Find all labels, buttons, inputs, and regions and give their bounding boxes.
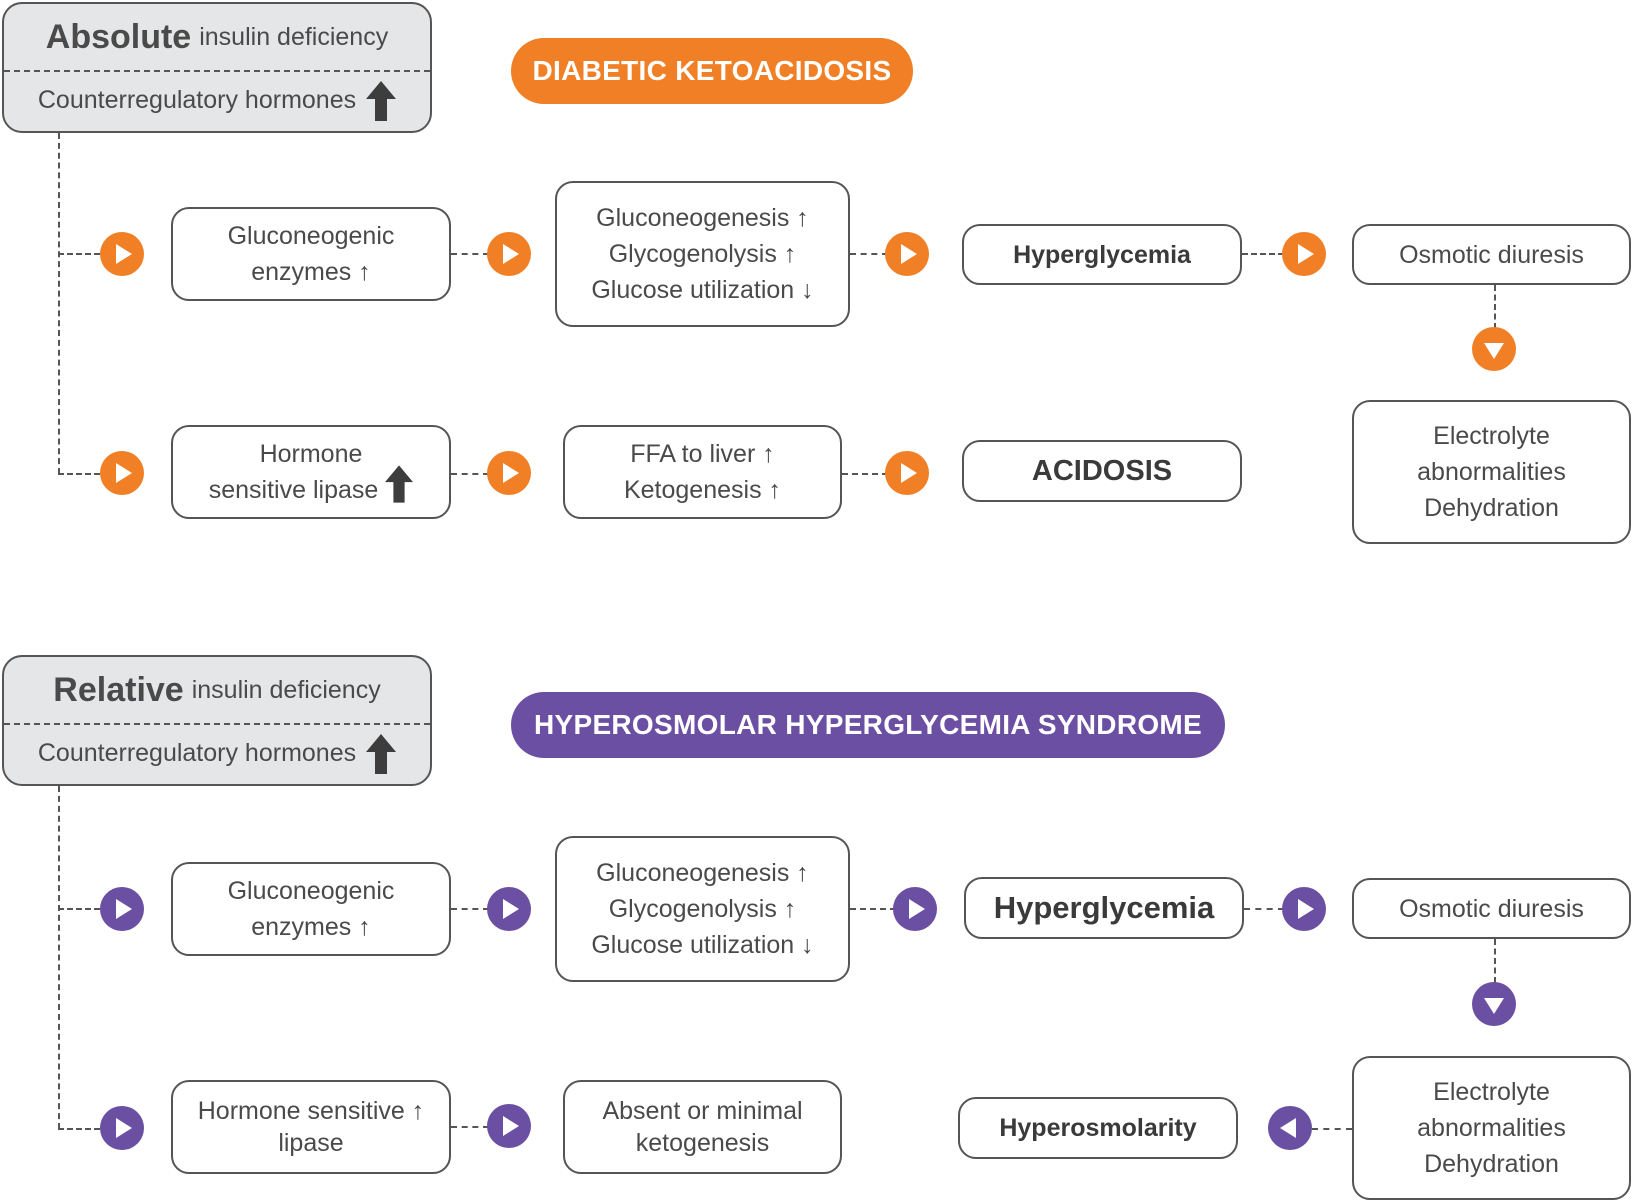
dka-play-icon-5 bbox=[100, 451, 144, 495]
dka-down-icon bbox=[1472, 327, 1516, 371]
dka-play-icon-3 bbox=[885, 232, 929, 276]
text-line: Ketogenesis ↑ bbox=[623, 476, 782, 504]
hhs-play-icon-5 bbox=[100, 1106, 144, 1150]
dka-gluconeogenic-enzymes-box: Gluconeogenic enzymes ↑ bbox=[171, 207, 451, 301]
dka-play-icon-6 bbox=[487, 451, 531, 495]
hhs-play-icon-4 bbox=[1282, 887, 1326, 931]
dka-branch-line-2 bbox=[58, 473, 100, 475]
dka-trunk-line bbox=[58, 133, 60, 474]
text-line: Gluconeogenic bbox=[227, 222, 395, 250]
hhs-gluconeogenic-enzymes-box: Gluconeogenic enzymes ↑ bbox=[171, 862, 451, 956]
text-line: Dehydration bbox=[1424, 494, 1559, 522]
hhs-header-hormones: Counterregulatory hormones bbox=[4, 723, 430, 784]
text-line: Electrolyte bbox=[1433, 422, 1550, 450]
hhs-header-rest: insulin deficiency bbox=[191, 675, 381, 704]
hhs-hyperosmolarity-box: Hyperosmolarity bbox=[958, 1097, 1238, 1159]
text-line: Glucose utilization ↓ bbox=[591, 931, 814, 959]
text-line: enzymes ↑ bbox=[251, 913, 371, 941]
text-line: Gluconeogenic bbox=[227, 877, 395, 905]
dka-hyperglycemia-box: Hyperglycemia bbox=[962, 224, 1242, 285]
text-line: Electrolyte bbox=[1433, 1078, 1550, 1106]
connector bbox=[451, 908, 489, 910]
hhs-play-icon-2 bbox=[487, 887, 531, 931]
text-line: ketogenesis bbox=[635, 1129, 770, 1157]
dka-header-rest: insulin deficiency bbox=[199, 22, 389, 51]
dka-title-pill: DIABETIC KETOACIDOSIS bbox=[511, 38, 913, 104]
dka-play-icon-2 bbox=[487, 232, 531, 276]
dka-play-icon-7 bbox=[885, 451, 929, 495]
lipase-label: sensitive lipase bbox=[208, 476, 379, 504]
hhs-hormones-label: Counterregulatory hormones bbox=[37, 739, 357, 767]
text-line: Hormone sensitive ↑ bbox=[197, 1097, 425, 1125]
hhs-back-icon bbox=[1268, 1106, 1312, 1150]
dka-branch-line-1 bbox=[58, 253, 100, 255]
dka-play-icon-1 bbox=[100, 232, 144, 276]
connector bbox=[850, 908, 896, 910]
up-arrow-icon bbox=[385, 465, 414, 504]
dka-electrolyte-box: Electrolyte abnormalities Dehydration bbox=[1352, 400, 1631, 544]
hhs-trunk-line bbox=[58, 786, 60, 1129]
dka-ffa-ketogenesis-box: FFA to liver ↑ Ketogenesis ↑ bbox=[563, 425, 842, 519]
connector bbox=[451, 473, 489, 475]
connector bbox=[1242, 253, 1284, 255]
text-line: Absent or minimal bbox=[602, 1097, 803, 1125]
dka-header-strong: Absolute bbox=[45, 17, 192, 56]
hhs-hyperglycemia-box: Hyperglycemia bbox=[964, 877, 1244, 939]
connector bbox=[1244, 908, 1284, 910]
hhs-branch-line-2 bbox=[58, 1128, 100, 1130]
dka-header-box: Absolute insulin deficiency Counterregul… bbox=[2, 2, 432, 133]
text-line: Gluconeogenesis ↑ bbox=[596, 204, 809, 232]
hhs-down-icon bbox=[1472, 982, 1516, 1026]
hhs-electrolyte-box: Electrolyte abnormalities Dehydration bbox=[1352, 1056, 1631, 1200]
text-line: sensitive lipase bbox=[208, 465, 414, 508]
text-line: Glucose utilization ↓ bbox=[591, 276, 814, 304]
hhs-osmotic-diuresis-box: Osmotic diuresis bbox=[1352, 878, 1631, 939]
dka-header-hormones: Counterregulatory hormones bbox=[4, 70, 430, 131]
dka-hormones-label: Counterregulatory hormones bbox=[37, 86, 357, 114]
hhs-title-pill: HYPEROSMOLAR HYPERGLYCEMIA SYNDROME bbox=[511, 692, 1225, 758]
connector bbox=[1494, 939, 1496, 983]
text-line: Glycogenolysis ↑ bbox=[608, 895, 797, 923]
connector bbox=[1494, 285, 1496, 329]
hhs-glucose-pathway-box: Gluconeogenesis ↑ Glycogenolysis ↑ Gluco… bbox=[555, 836, 850, 982]
hhs-header-box: Relative insulin deficiency Counterregul… bbox=[2, 655, 432, 786]
hhs-hormone-lipase-box: Hormone sensitive ↑ lipase bbox=[171, 1080, 451, 1174]
connector bbox=[842, 473, 888, 475]
text-line: FFA to liver ↑ bbox=[630, 440, 775, 468]
connector bbox=[850, 253, 888, 255]
text-line: Glycogenolysis ↑ bbox=[608, 240, 797, 268]
up-arrow-icon bbox=[366, 733, 397, 774]
hhs-branch-line-1 bbox=[58, 908, 100, 910]
dka-acidosis-box: ACIDOSIS bbox=[962, 440, 1242, 502]
up-arrow-icon bbox=[366, 80, 397, 121]
hhs-header-strong: Relative bbox=[53, 670, 184, 709]
dka-play-icon-4 bbox=[1282, 232, 1326, 276]
dka-hormone-lipase-box: Hormone sensitive lipase bbox=[171, 425, 451, 519]
connector bbox=[1312, 1128, 1352, 1130]
text-line: enzymes ↑ bbox=[251, 258, 371, 286]
dka-header-title: Absolute insulin deficiency bbox=[4, 4, 430, 72]
hhs-header-title: Relative insulin deficiency bbox=[4, 657, 430, 725]
text-line: lipase bbox=[278, 1129, 344, 1157]
text-line: Hormone bbox=[259, 440, 363, 468]
text-line: abnormalities bbox=[1417, 1114, 1566, 1142]
text-line: Gluconeogenesis ↑ bbox=[596, 859, 809, 887]
hhs-play-icon-3 bbox=[893, 887, 937, 931]
hhs-play-icon-1 bbox=[100, 887, 144, 931]
hhs-play-icon-6 bbox=[487, 1104, 531, 1148]
text-line: abnormalities bbox=[1417, 458, 1566, 486]
dka-osmotic-diuresis-box: Osmotic diuresis bbox=[1352, 224, 1631, 285]
dka-glucose-pathway-box: Gluconeogenesis ↑ Glycogenolysis ↑ Gluco… bbox=[555, 181, 850, 327]
connector bbox=[451, 253, 489, 255]
connector bbox=[451, 1126, 489, 1128]
text-line: Dehydration bbox=[1424, 1150, 1559, 1178]
hhs-ketogenesis-box: Absent or minimal ketogenesis bbox=[563, 1080, 842, 1174]
